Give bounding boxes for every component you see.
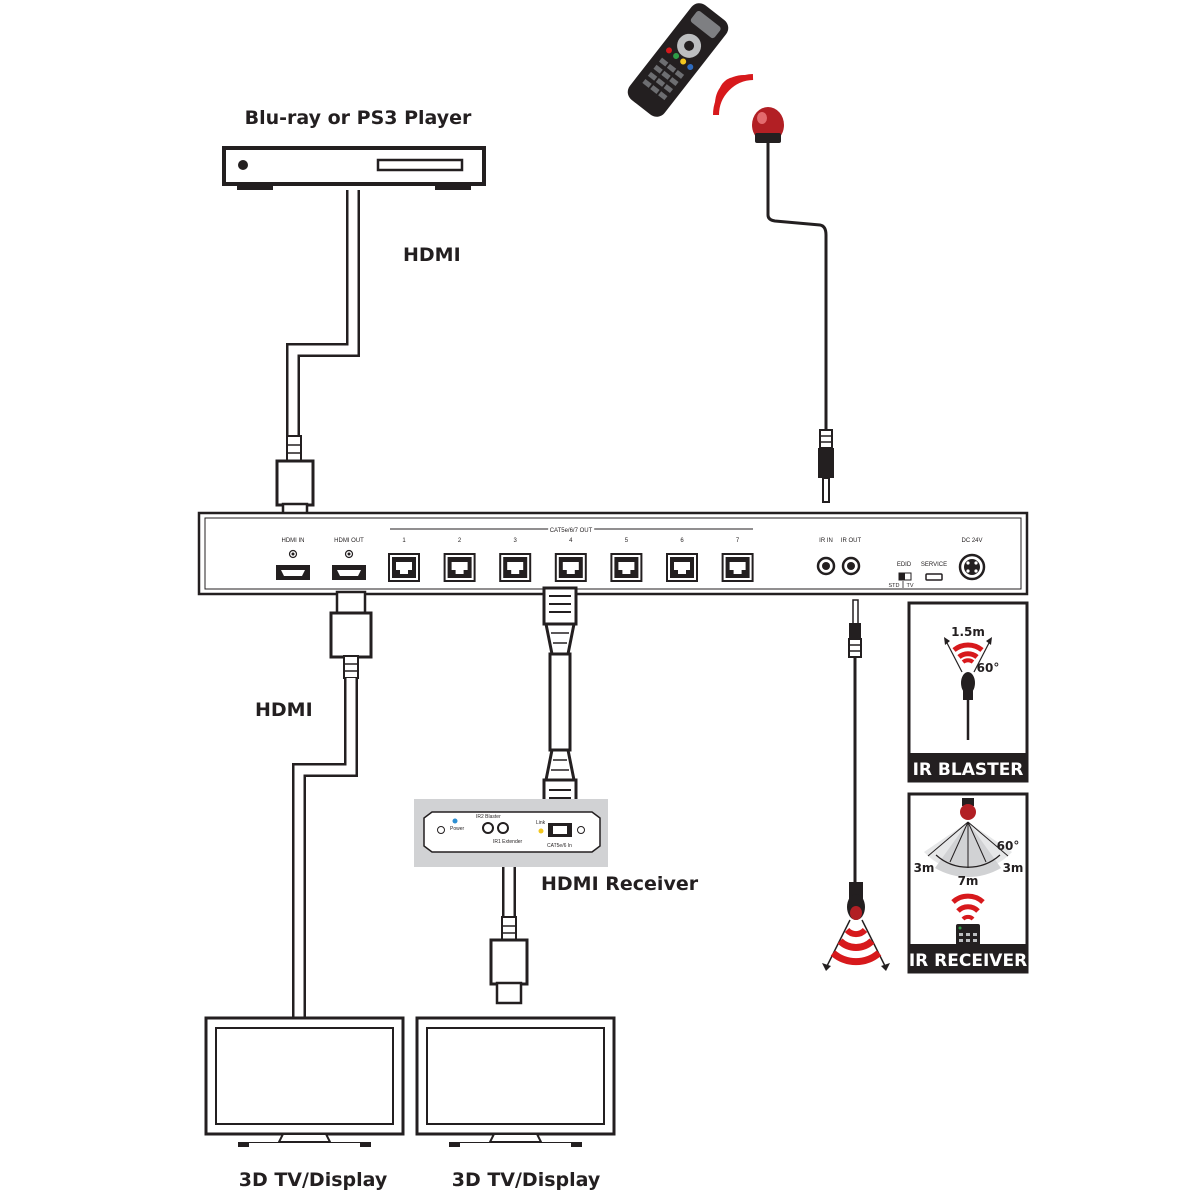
hdmi-in-port: HDMI IN: [276, 538, 310, 580]
service-usb-port: [925, 573, 943, 581]
tv-left-label: 3D TV/Display: [239, 1169, 388, 1191]
hdmi-receiver-unit: [414, 799, 608, 867]
cat-cable: [542, 586, 578, 818]
source-player-label: Blu-ray or PS3 Player: [245, 107, 472, 129]
receiver-cat-in-label: CAT5e/6 In: [547, 843, 572, 849]
rj45-port-3: 3: [499, 538, 532, 582]
rj45-port-2: 2: [443, 538, 476, 582]
ir-in-plug: [818, 429, 834, 503]
ir-receiver-title: IR RECEIVER: [909, 951, 1027, 971]
rj45-port-label: 3: [514, 538, 518, 544]
remote-ir-waves-icon: [713, 74, 754, 116]
tv-right-icon: [415, 1016, 616, 1147]
ir-in-jack: [816, 556, 836, 576]
rj45-port-label: 5: [625, 538, 629, 544]
dc-label: DC 24V: [961, 538, 982, 544]
bluray-player-icon: [222, 146, 486, 190]
ir-out-jack: [841, 556, 861, 576]
hdmi-out-label: HDMI OUT: [334, 538, 364, 544]
hdmi-cable-left: [292, 590, 373, 1020]
ir-receiver-eye-icon: [752, 107, 784, 143]
remote-control-icon: [627, 3, 729, 117]
cat-out-label: CAT5e/6/7 OUT: [550, 528, 593, 534]
ir-receiver-left-distance: 3m: [914, 861, 935, 875]
rj45-port-label: 6: [680, 538, 684, 544]
rj45-port-7: 7: [721, 538, 754, 582]
ir-out-label: IR OUT: [841, 538, 862, 544]
receiver-ir1-label: IR1 Extender: [493, 839, 523, 845]
edid-label: EDID: [897, 562, 912, 568]
tv-right-label: 3D TV/Display: [452, 1169, 601, 1191]
dc-power-jack: [958, 553, 986, 581]
hdmi-in-label: HDMI IN: [282, 538, 305, 544]
hdmi-cable-top: [275, 190, 360, 526]
ir-receiver-center-distance: 7m: [958, 874, 979, 888]
hdmi-top-label: HDMI: [403, 244, 461, 266]
hdmi-out-port: HDMI OUT: [332, 538, 366, 580]
rj45-port-label: 7: [736, 538, 740, 544]
receiver-link-label: Link: [536, 820, 546, 826]
edid-switch: [898, 572, 912, 581]
edid-tv-label: TV: [906, 583, 913, 589]
rj45-port-label: 1: [402, 538, 406, 544]
rj45-port-label: 2: [458, 538, 462, 544]
rj45-port-1: 1: [388, 538, 420, 582]
edid-std-label: STD: [889, 583, 900, 589]
receiver-power-label: Power: [450, 826, 465, 832]
service-label: SERVICE: [921, 562, 947, 568]
ir-blaster-angle: 60°: [977, 661, 1000, 675]
ir-receiver-cable: [766, 143, 828, 430]
hdmi-cable-right: [489, 867, 529, 1005]
ir-receiver-card: IR RECEIVER 60° 3m 3m 7m: [907, 792, 1029, 974]
ir-receiver-angle: 60°: [997, 839, 1020, 853]
ir-receiver-right-distance: 3m: [1003, 861, 1024, 875]
tv-left-icon: [204, 1016, 405, 1147]
ir-blaster-title: IR BLASTER: [913, 760, 1024, 780]
rj45-port-group: 1 2 3 4 5 6 7: [388, 538, 754, 582]
rj45-port-6: 6: [666, 538, 698, 582]
rj45-port-label: 4: [569, 538, 573, 544]
ir-in-label: IR IN: [819, 538, 833, 544]
ir-blaster-distance: 1.5m: [951, 625, 985, 639]
rj45-port-4: 4: [554, 538, 587, 582]
receiver-ir2-label: IR2 Blaster: [476, 814, 501, 820]
ir-blaster-card: IR BLASTER 1.5m 60°: [907, 601, 1029, 783]
hdmi-left-label: HDMI: [255, 699, 313, 721]
ir-blaster-cable: [822, 599, 890, 971]
hdmi-receiver-label: HDMI Receiver: [541, 873, 699, 895]
rj45-port-5: 5: [610, 538, 643, 582]
